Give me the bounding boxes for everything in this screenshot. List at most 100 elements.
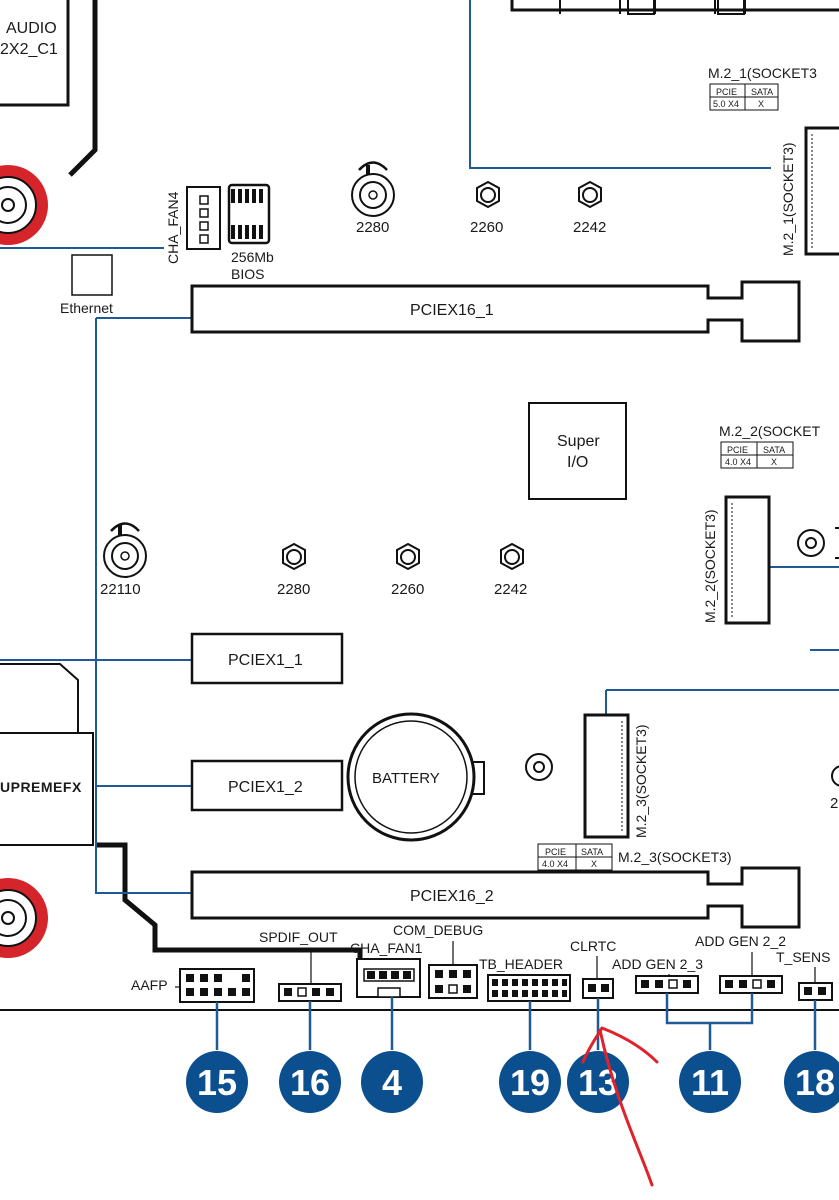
badge-18: 18 [784,1051,839,1113]
m2-3-pcie-header: PCIE [545,847,566,857]
pciex16-2-slot [190,866,801,929]
bios-size-label: 256Mb [231,249,274,265]
add-gen2-2-header [719,975,783,994]
m2-1-slot-label: M.2_1(SOCKET3) [780,142,796,256]
m2-2-slot-label: M.2_2(SOCKET3) [702,509,718,623]
standoff-top-label-0: 2280 [356,219,389,236]
tb-header [487,974,571,1002]
m2-2-table: PCIE SATA 4.0 X4 X [720,441,794,469]
spdif-out-label: SPDIF_OUT [259,929,338,945]
pciex1-2-label: PCIEX1_2 [228,779,303,796]
standoff-battery-right [525,753,553,781]
cha-fan4-label: CHA_FAN4 [165,191,181,264]
m2-1-slot: M.2_1(SOCKET3) [780,126,839,256]
pciex16-1-slot [190,280,801,343]
standoff-mid-label-0: 22110 [100,581,141,598]
add-gen2-2-label: ADD GEN 2_2 [695,933,786,949]
cha-fan1-label: CHA_FAN1 [350,940,423,956]
m2-3-table: PCIE SATA 4.0 X4 X [537,843,613,871]
supremefx-block [0,732,94,846]
standoff-right-cut-label: 2 [830,795,838,812]
m2-1-pcie-header: PCIE [716,87,737,97]
m2-1-sata-header: SATA [751,87,773,97]
mount-screw-top [0,165,48,245]
pciex1-1-label: PCIEX1_1 [228,652,303,669]
m2-3-sata-value: X [591,859,597,869]
board-outline [0,0,839,1011]
badge-4-number: 4 [382,1062,402,1103]
m2-1-title: M.2_1(SOCKET3 [708,65,817,81]
super-io-chip [528,402,627,500]
label-leaders [175,941,816,988]
t-sens-label: T_SENS [776,949,830,965]
standoff-right-edge [831,765,839,787]
standoff-top-label-1: 2260 [470,219,503,236]
m2-2-pcie-header: PCIE [727,445,748,455]
ethernet-chip [71,254,113,296]
badge-13-number: 13 [578,1062,618,1103]
com-debug-label: COM_DEBUG [393,922,483,938]
pciex1-2-slot [190,759,344,812]
m2-1-sata-value: X [758,99,764,109]
cha-fan1-header [356,958,421,998]
audio-sub-label: 2X2_C1 [0,41,58,58]
clrtc-label: CLRTC [570,938,616,954]
audio-label: AUDIO [6,20,57,37]
add-gen2-3-header [635,975,699,994]
annotation-arrow [581,1026,659,1187]
m2-1-pcie-value: 5.0 X4 [713,99,739,109]
standoff-22110 [103,522,147,578]
aafp-label: AAFP [131,977,168,993]
standoff-mid-label-3: 2242 [494,581,527,598]
aafp-header [179,968,255,1003]
m2-2-slot: M.2_2(SOCKET3) [702,495,771,625]
standoff-2280-top [351,161,395,217]
com-debug-header [428,964,478,999]
m2-2-pcie-value: 4.0 X4 [725,457,751,467]
tb-header-label: TB_HEADER [479,956,563,972]
standoff-2260-mid [396,542,420,571]
m2-3-slot: M.2_3(SOCKET3) [583,713,649,839]
standoff-2260-top [476,180,500,209]
ethernet-label: Ethernet [60,300,113,316]
route-lines [0,0,839,894]
badge-4: 4 [361,1051,423,1113]
badge-19-number: 19 [510,1062,550,1103]
standoff-m2-2-right [797,527,839,559]
standoff-mid-label-1: 2280 [277,581,310,598]
pciex16-1-label: PCIEX16_1 [410,302,494,319]
m2-3-pcie-value: 4.0 X4 [542,859,568,869]
bios-label: BIOS [231,266,264,282]
badge-16: 16 [279,1051,341,1113]
standoff-2280-mid [282,542,306,571]
cha-fan4-header [186,186,221,250]
standoff-top-label-2: 2242 [573,219,606,236]
badge-15-number: 15 [197,1062,237,1103]
supremefx-label: UPREMEFX [0,779,82,795]
m2-3-title: M.2_3(SOCKET3) [618,849,732,865]
super-io-label-2: I/O [567,454,588,471]
battery [346,712,485,842]
m2-2-sata-value: X [771,457,777,467]
badge-15: 15 [186,1051,248,1113]
callout-connectors [215,993,817,1050]
m2-3-sata-header: SATA [581,847,603,857]
m2-2-sata-header: SATA [763,445,785,455]
pciex1-1-slot [190,632,344,685]
m2-1-table: PCIE SATA 5.0 X4 X [709,83,779,111]
standoff-2242-mid [500,542,524,571]
badge-11: 11 [679,1051,741,1113]
add-gen2-3-label: ADD GEN 2_3 [612,956,703,972]
m2-3-slot-label: M.2_3(SOCKET3) [633,724,649,838]
battery-label: BATTERY [372,770,440,787]
bios-chip [227,183,271,245]
pciex16-2-label: PCIEX16_2 [410,888,494,905]
spdif-out-header [278,983,342,1002]
super-io-label-1: Super [557,433,600,450]
badge-13: 13 [567,1051,629,1113]
badge-16-number: 16 [290,1062,330,1103]
badge-19: 19 [499,1051,561,1113]
badge-18-number: 18 [795,1062,835,1103]
t-sens-header [798,982,833,1001]
